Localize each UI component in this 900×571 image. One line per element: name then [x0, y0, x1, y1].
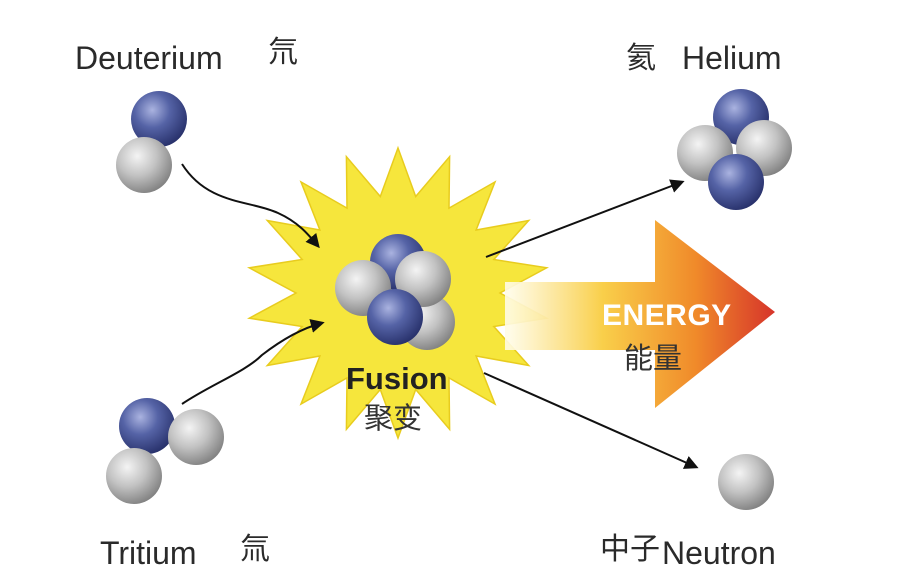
arrow-deuterium-to-fusion — [181, 163, 320, 249]
tritium-nucleus — [106, 398, 224, 504]
deuterium-proton — [131, 91, 187, 147]
neutron-label: Neutron — [662, 535, 776, 571]
deuterium-label: Deuterium — [75, 40, 223, 76]
neutron-zh-label: 中子 — [600, 532, 660, 567]
diagram-canvas — [106, 89, 792, 510]
arrow-fusion-to-neutron — [483, 372, 699, 469]
fusion-nucleus — [335, 234, 455, 350]
tritium-proton — [119, 398, 175, 454]
energy-zh-label: 能量 — [624, 341, 683, 375]
fusion-proton — [367, 289, 423, 345]
deuterium-zh-label: 氘 — [268, 35, 298, 70]
fusion-diagram: Deuterium 氘 氦 Helium Fusion 聚变 ENERGY 能量… — [75, 35, 792, 569]
energy-arrow — [505, 220, 775, 408]
tritium-zh-label: 氚 — [240, 532, 270, 567]
fusion-label: Fusion — [346, 361, 448, 396]
tritium-label: Tritium — [100, 535, 197, 571]
helium-label: Helium — [682, 40, 782, 76]
tritium-neutron — [168, 409, 224, 465]
helium-zh-label: 氦 — [626, 41, 656, 76]
energy-label: ENERGY — [602, 299, 732, 332]
helium-nucleus — [677, 89, 792, 210]
fusion-zh-label: 聚变 — [364, 401, 423, 435]
arrow-tritium-to-fusion — [181, 319, 325, 405]
helium-proton — [708, 154, 764, 210]
arrow-fusion-to-helium — [485, 179, 685, 258]
deuterium-neutron — [116, 137, 172, 193]
tritium-neutron — [106, 448, 162, 504]
deuterium-nucleus — [116, 91, 187, 193]
free-neutron — [718, 454, 774, 510]
